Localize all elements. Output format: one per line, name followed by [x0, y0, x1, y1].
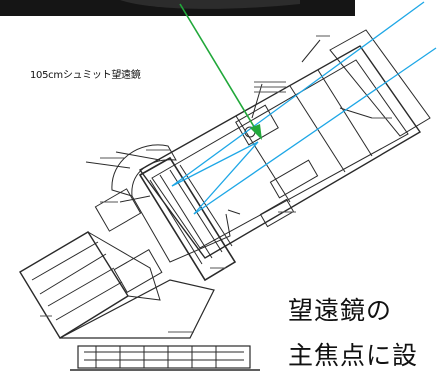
micro-labels — [40, 35, 392, 333]
caption-line-2: 主焦点に設 — [288, 341, 419, 370]
photo-strip-detail — [120, 0, 300, 9]
light-ray — [193, 141, 259, 215]
tube-aperture-cap — [329, 29, 431, 137]
finder-scope — [269, 159, 319, 199]
light-ray — [171, 1, 425, 187]
polar-axis-detail — [31, 241, 123, 321]
fork-mount — [111, 144, 177, 197]
light-ray — [171, 141, 259, 187]
tube-inner-wall — [151, 59, 409, 249]
light-rays — [171, 1, 437, 215]
fork-lower — [131, 195, 231, 263]
diagram-title: 105cmシュミット望遠鏡 — [30, 70, 141, 81]
fork-bearing — [94, 188, 142, 232]
arrow-head-icon — [250, 124, 262, 140]
caption-line-1: 望遠鏡の — [288, 296, 393, 325]
polar-axis — [19, 231, 129, 339]
pier-base — [59, 279, 215, 339]
polar-axis-gears — [87, 231, 161, 301]
mirror-cell — [138, 156, 237, 282]
telescope-drawing — [19, 29, 431, 371]
tube-ring — [317, 69, 373, 157]
leader-line — [85, 39, 373, 215]
light-ray — [193, 47, 437, 215]
focal-plate-holder — [235, 104, 279, 146]
finder-scope — [259, 198, 295, 228]
gear-box — [113, 249, 163, 293]
telescope-tube — [138, 45, 422, 259]
base-platform-detail — [84, 346, 244, 368]
base-platform — [77, 345, 251, 369]
tube-ring — [235, 115, 291, 203]
pointer-arrow — [179, 3, 262, 140]
